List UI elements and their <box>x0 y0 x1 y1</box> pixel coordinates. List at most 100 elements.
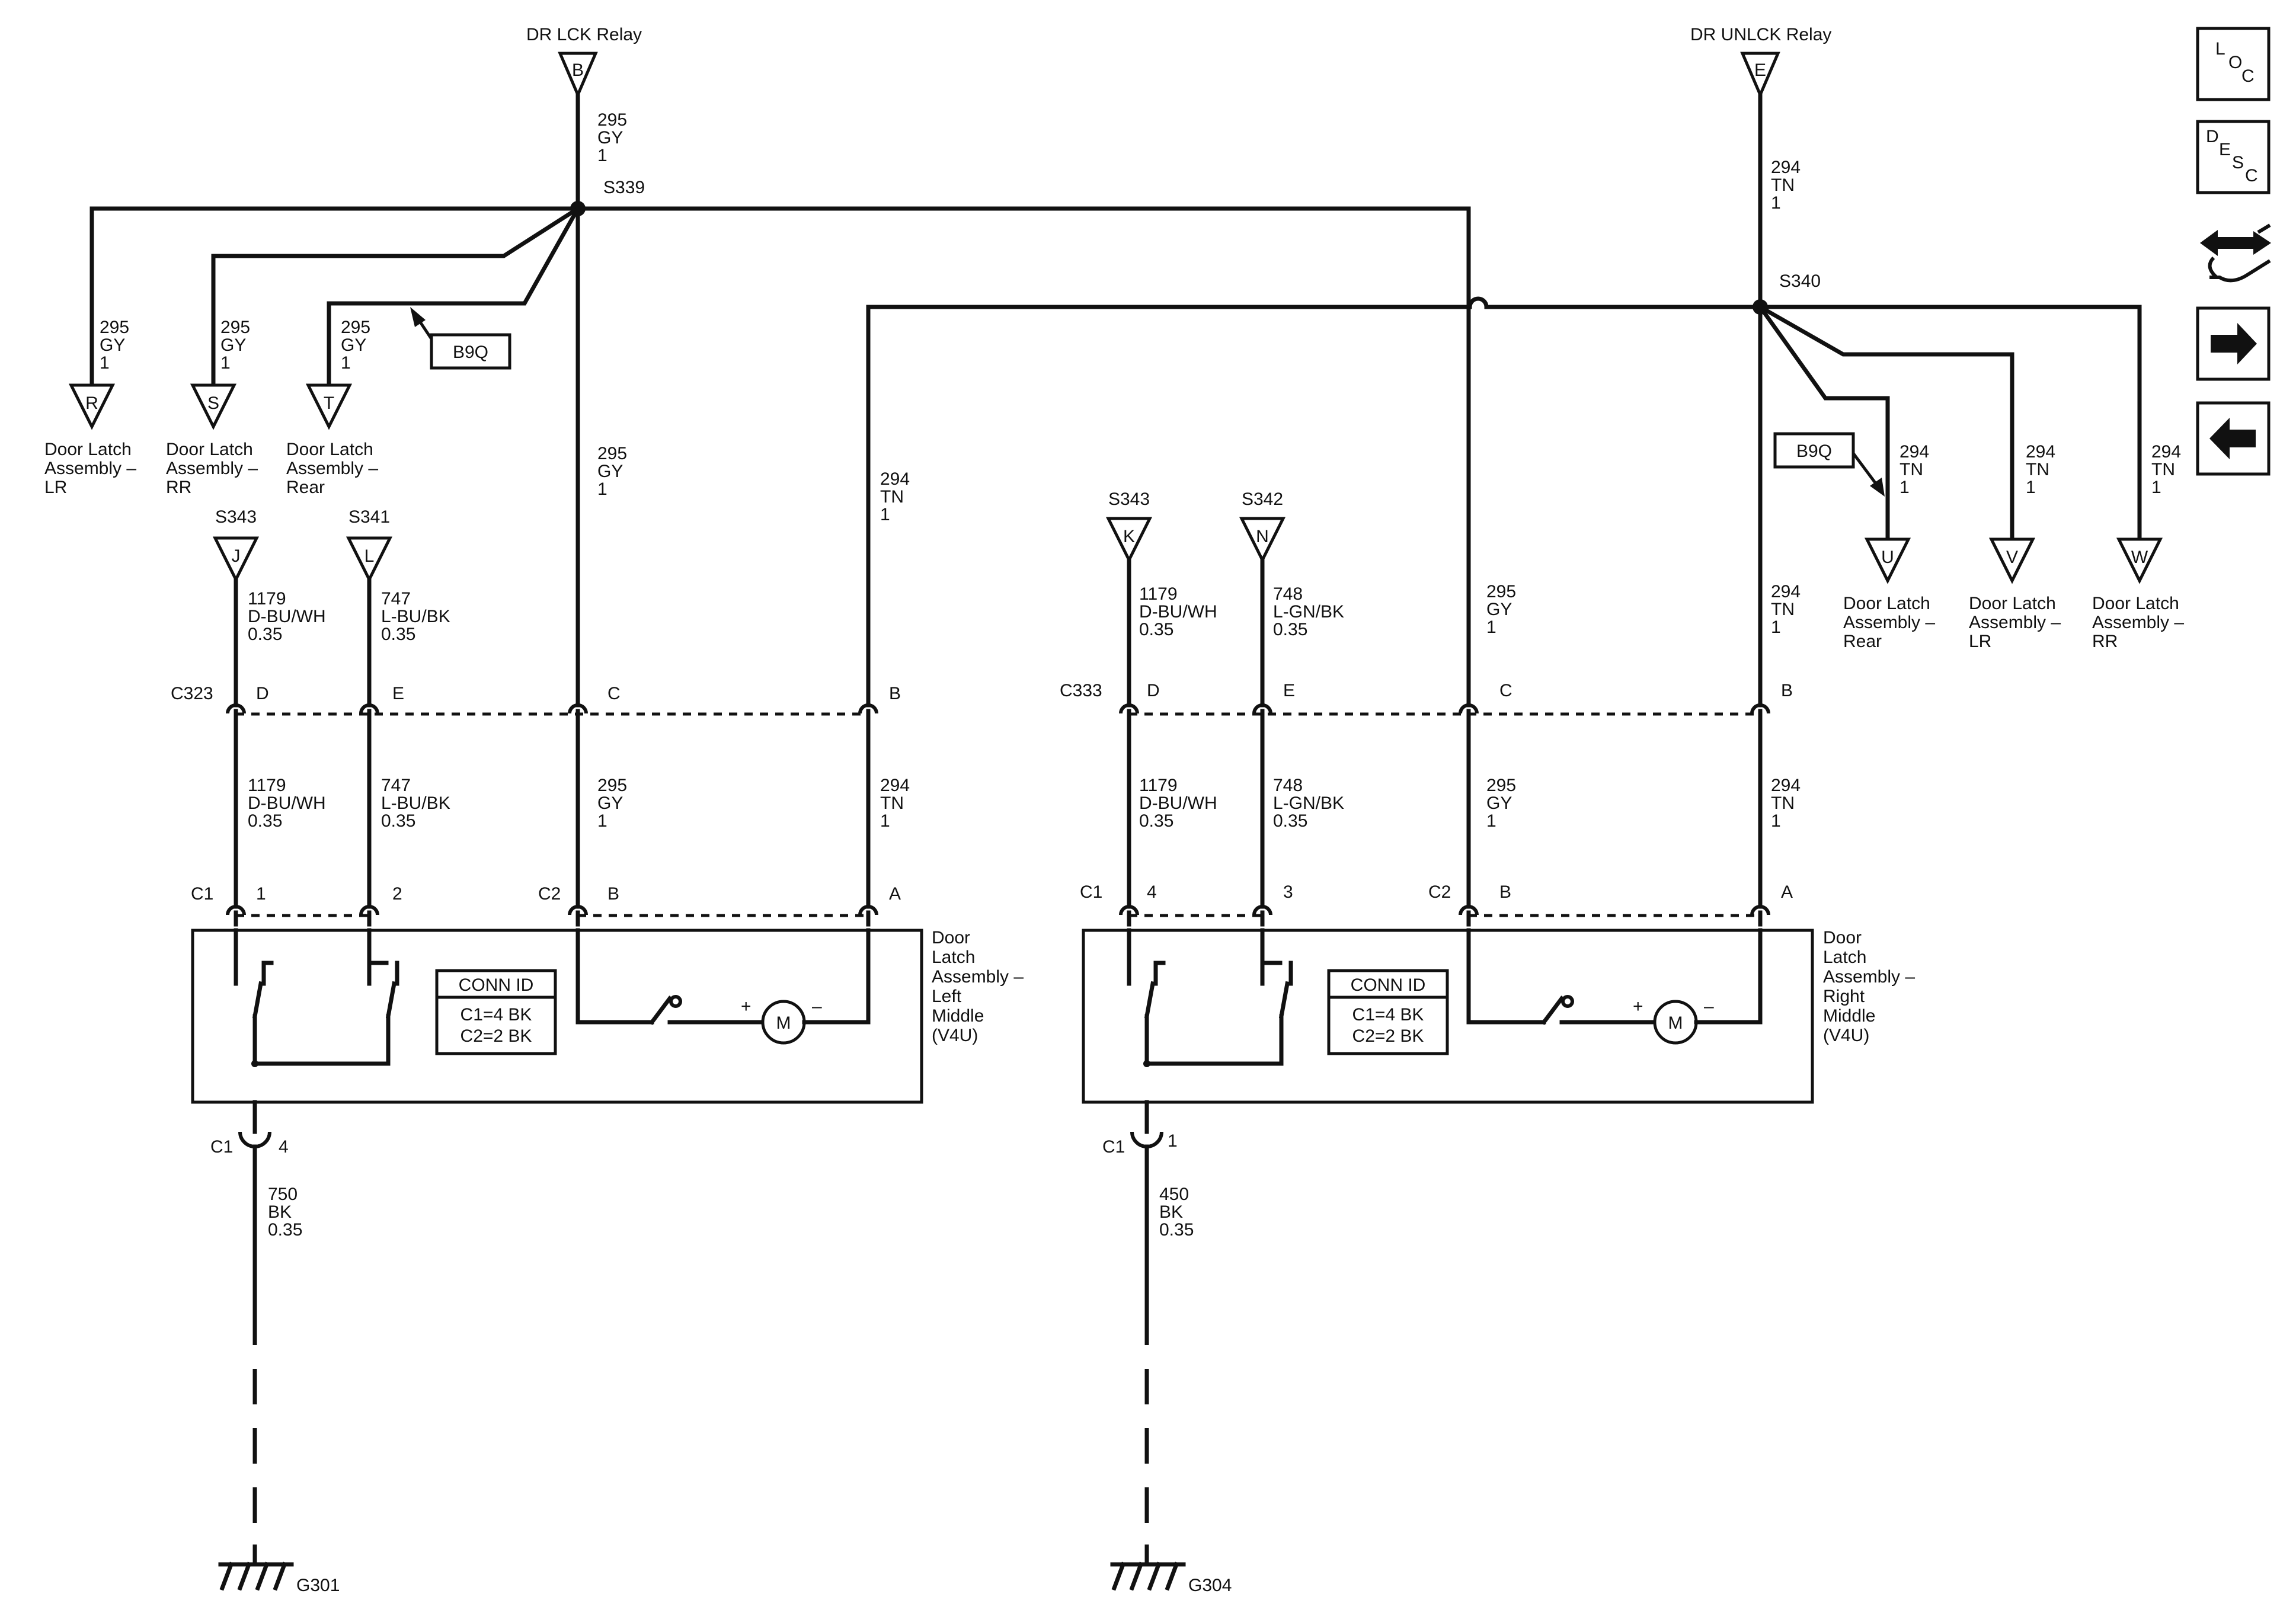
svg-text:C2=2 BK: C2=2 BK <box>1352 1026 1424 1046</box>
svg-text:E: E <box>2219 140 2231 159</box>
svg-text:295: 295 <box>597 776 627 795</box>
svg-text:+: + <box>741 997 752 1016</box>
input-terminal-j: S343 J <box>212 507 260 583</box>
arrow-left-icon[interactable] <box>2196 401 2271 476</box>
svg-text:1179: 1179 <box>248 589 286 609</box>
svg-text:C333: C333 <box>1060 681 1102 700</box>
svg-text:L-GN/BK: L-GN/BK <box>1273 793 1344 813</box>
svg-text:0.35: 0.35 <box>381 625 415 644</box>
option-tag: B9Q <box>453 343 488 362</box>
svg-text:0.35: 0.35 <box>248 625 282 644</box>
connector-left-c1-c2: C1 1 2 C2 B A <box>191 884 901 917</box>
svg-text:(V4U): (V4U) <box>1823 1026 1869 1045</box>
svg-text:0.35: 0.35 <box>1273 811 1307 831</box>
svg-text:1: 1 <box>597 811 607 831</box>
svg-text:Left: Left <box>932 987 962 1006</box>
svg-text:1179: 1179 <box>248 776 286 795</box>
svg-text:0.35: 0.35 <box>248 811 282 831</box>
svg-text:C: C <box>607 684 621 703</box>
arrow-right-icon[interactable] <box>2196 306 2271 381</box>
input-terminal-n: S342 N <box>1239 489 1286 564</box>
svg-text:W: W <box>2131 548 2148 567</box>
svg-text:Assembly –: Assembly – <box>1823 967 1915 987</box>
door-latch-right-box <box>1082 929 1814 1104</box>
ground-symbol-g304: G304 <box>1110 1544 1232 1595</box>
connector-icon[interactable] <box>2200 223 2271 283</box>
svg-text:S343: S343 <box>1108 489 1150 509</box>
svg-text:294: 294 <box>2026 442 2055 462</box>
svg-text:1: 1 <box>1771 811 1781 831</box>
svg-text:747: 747 <box>381 776 411 795</box>
svg-text:1: 1 <box>880 505 890 524</box>
svg-text:Door: Door <box>1823 928 1862 948</box>
motor-circuit-right: M + – <box>1466 928 1763 1045</box>
lock-relay-terminal <box>558 52 598 99</box>
svg-text:GY: GY <box>597 462 623 481</box>
svg-text:294: 294 <box>1900 442 1929 462</box>
svg-text:1: 1 <box>220 353 231 373</box>
ground-wire-left: C1 4 750 BK 0.35 <box>210 1100 302 1547</box>
svg-text:1: 1 <box>1900 478 1910 497</box>
svg-text:Assembly –: Assembly – <box>166 459 258 478</box>
svg-text:C1=4 BK: C1=4 BK <box>1352 1005 1424 1025</box>
svg-text:U: U <box>1881 548 1894 567</box>
svg-text:450: 450 <box>1159 1185 1189 1204</box>
svg-text:M: M <box>1668 1013 1683 1033</box>
offpage-terminal-w: W Door Latch Assembly – RR <box>2092 537 2184 651</box>
svg-text:295: 295 <box>220 318 250 337</box>
svg-text:RR: RR <box>2092 632 2118 651</box>
option-tag-box-right <box>1773 432 1855 469</box>
connector-cavity <box>359 703 379 714</box>
svg-text:1: 1 <box>597 479 607 499</box>
svg-text:294: 294 <box>2151 442 2181 462</box>
svg-text:BK: BK <box>268 1202 292 1222</box>
connector-cavity <box>1119 703 1139 714</box>
svg-text:Assembly –: Assembly – <box>932 967 1024 987</box>
lock-relay-letter: B <box>572 60 584 80</box>
svg-text:R: R <box>85 393 98 413</box>
wire-label: 295 <box>597 110 627 130</box>
svg-text:N: N <box>1256 527 1269 546</box>
svg-text:D-BU/WH: D-BU/WH <box>248 607 326 626</box>
svg-text:748: 748 <box>1273 584 1303 604</box>
svg-text:Door Latch: Door Latch <box>1969 594 2056 613</box>
input-terminal-l: S341 L <box>346 507 393 583</box>
connector-c323: C323 D E C B <box>171 684 901 716</box>
svg-text:1: 1 <box>2026 478 2036 497</box>
svg-text:–: – <box>1704 997 1714 1016</box>
svg-text:750: 750 <box>268 1185 298 1204</box>
svg-text:C: C <box>2241 66 2255 86</box>
svg-text:4: 4 <box>279 1137 289 1157</box>
offpage-wire-labels: 295 GY 1 295 GY 1 295 GY 1 <box>100 318 370 373</box>
svg-text:C: C <box>2245 166 2258 185</box>
connector-cavity <box>858 703 878 714</box>
svg-text:L-GN/BK: L-GN/BK <box>1273 602 1344 622</box>
svg-text:1179: 1179 <box>1139 584 1178 604</box>
desc-icon[interactable]: D E S C <box>2196 120 2271 194</box>
svg-text:294: 294 <box>1771 158 1801 177</box>
svg-text:GY: GY <box>1486 793 1512 813</box>
svg-text:Assembly –: Assembly – <box>44 459 136 478</box>
svg-text:C1: C1 <box>191 884 213 904</box>
svg-text:L: L <box>2215 39 2225 59</box>
connector-c333: C333 D E C B <box>1060 681 1793 716</box>
svg-text:LR: LR <box>44 478 67 497</box>
svg-text:G304: G304 <box>1188 1576 1232 1595</box>
connector-cavity <box>1459 703 1479 714</box>
svg-text:Assembly –: Assembly – <box>1843 613 1935 632</box>
wire-label: GY <box>597 128 623 148</box>
svg-text:RR: RR <box>166 478 191 497</box>
svg-text:S: S <box>207 393 219 413</box>
svg-text:747: 747 <box>381 589 411 609</box>
loc-icon[interactable]: L O C <box>2196 27 2271 101</box>
svg-text:A: A <box>1781 882 1793 902</box>
conn-id-box-left: CONN ID C1=4 BK C2=2 BK <box>435 969 557 1055</box>
svg-text:D: D <box>256 684 269 703</box>
splice-s339-label: S339 <box>603 178 645 197</box>
svg-text:TN: TN <box>880 793 904 813</box>
svg-text:C2: C2 <box>538 884 561 904</box>
svg-text:G301: G301 <box>296 1576 340 1595</box>
svg-text:Assembly –: Assembly – <box>286 459 378 478</box>
svg-text:Middle: Middle <box>932 1006 984 1026</box>
svg-text:C323: C323 <box>171 684 213 703</box>
